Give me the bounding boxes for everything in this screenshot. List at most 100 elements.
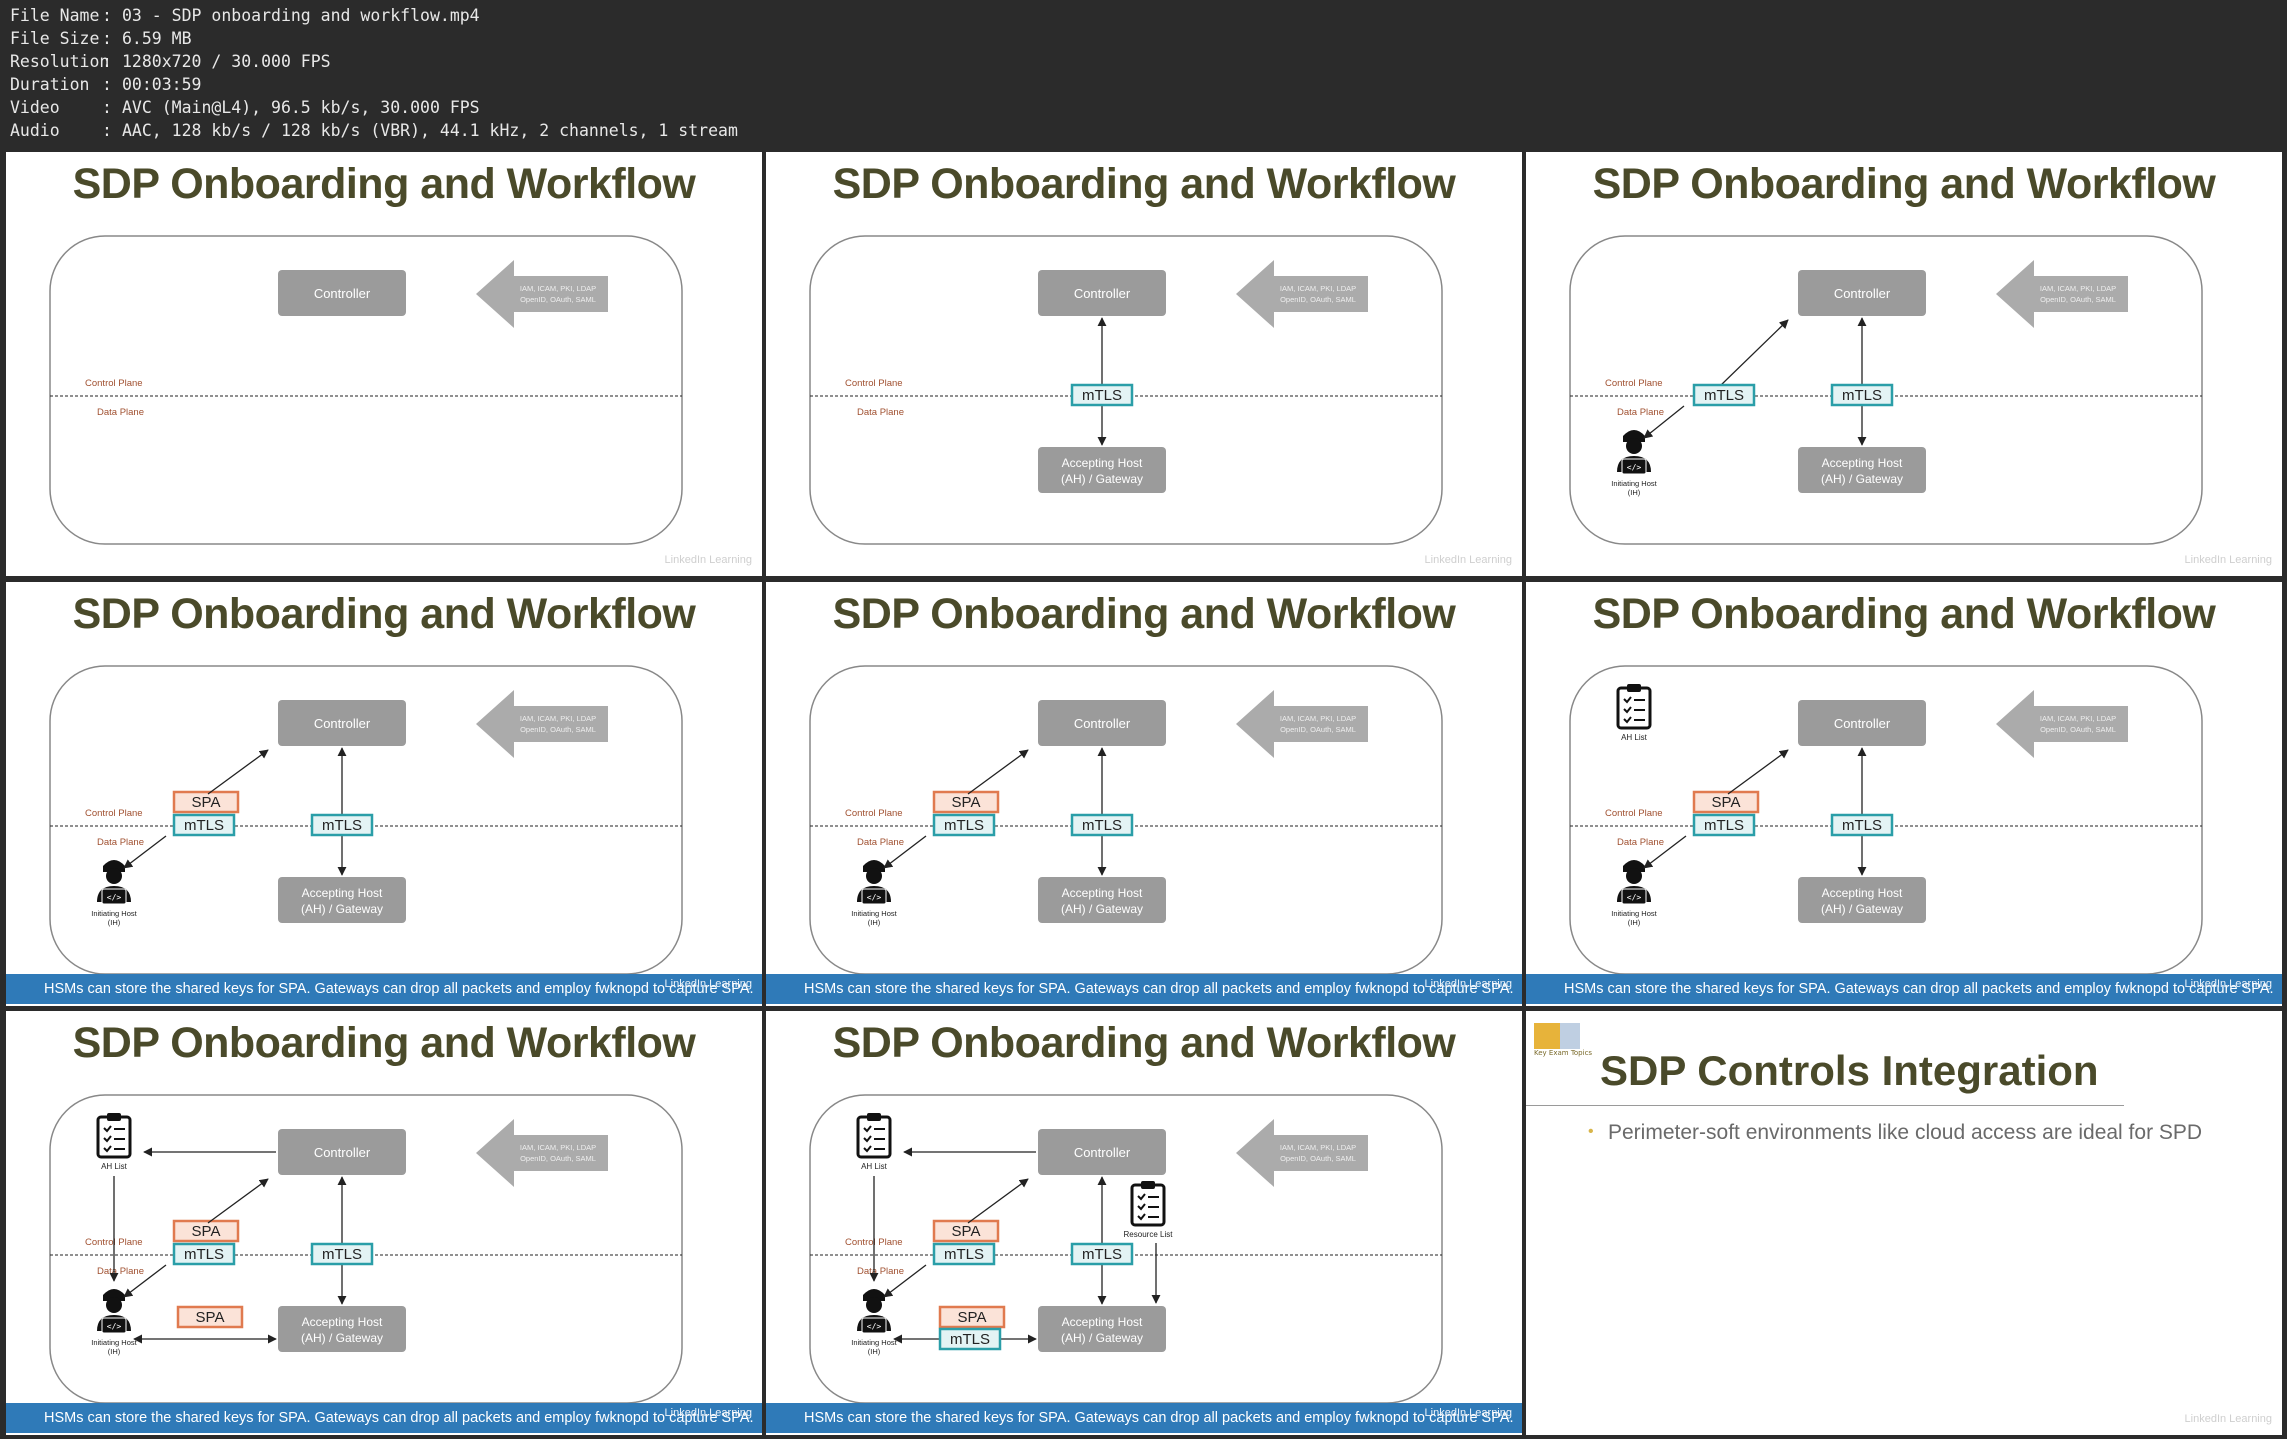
slide-title: SDP Onboarding and Workflow xyxy=(832,590,1456,638)
file-info: File Name: 03 - SDP onboarding and workf… xyxy=(10,4,738,142)
controller-box: Controller xyxy=(1798,270,1926,316)
slide-title: SDP Onboarding and Workflow xyxy=(72,1019,696,1067)
svg-text:SPA: SPA xyxy=(192,1223,221,1240)
svg-text:SPA: SPA xyxy=(958,1309,987,1326)
svg-text:(IH): (IH) xyxy=(868,1347,881,1356)
controller-box: Controller xyxy=(1038,270,1166,316)
svg-text:Resource List: Resource List xyxy=(1124,1230,1174,1239)
ih-controller-link xyxy=(967,1178,1029,1224)
file-info-key: Audio xyxy=(10,121,60,140)
initiating-host-icon: </> Initiating Host (IH) xyxy=(91,860,138,927)
linkedin-learning-watermark: LinkedIn Learning xyxy=(664,978,752,990)
svg-text:(AH) / Gateway: (AH) / Gateway xyxy=(301,1331,383,1345)
accepting-host-box: Accepting Host (AH) / Gateway xyxy=(1798,877,1926,923)
svg-text:SPA: SPA xyxy=(952,1223,981,1240)
spa-tag: SPA xyxy=(938,1305,1006,1329)
ih-controller-link xyxy=(883,835,927,869)
ah-list-icon: AH List xyxy=(1616,684,1652,742)
mtls-tag: mTLS xyxy=(1830,813,1894,837)
svg-text:</>: </> xyxy=(867,893,882,902)
video-frame-thumbnail: Controller IAM, ICAM, PKI, LDAP OpenID, … xyxy=(6,1011,762,1435)
svg-text:OpenID, OAuth, SAML: OpenID, OAuth, SAML xyxy=(520,1154,596,1163)
svg-text:(AH) / Gateway: (AH) / Gateway xyxy=(1061,472,1143,486)
svg-text:IAM, ICAM, PKI, LDAP: IAM, ICAM, PKI, LDAP xyxy=(520,1143,596,1152)
svg-text:(IH): (IH) xyxy=(108,1347,121,1356)
slide-title: SDP Onboarding and Workflow xyxy=(1592,590,2216,638)
controller-box: Controller xyxy=(278,1129,406,1175)
controller-box: Controller xyxy=(1038,1129,1166,1175)
svg-text:SPA: SPA xyxy=(1712,794,1741,811)
initiating-host-icon: </> Initiating Host (IH) xyxy=(91,1289,138,1356)
mtls-tag: mTLS xyxy=(172,1242,236,1266)
svg-text:Accepting Host: Accepting Host xyxy=(1822,886,1903,900)
svg-text:Accepting Host: Accepting Host xyxy=(302,1315,383,1329)
data-plane-label: Data Plane xyxy=(97,407,144,418)
ih-controller-link xyxy=(967,749,1029,795)
svg-text:(AH) / Gateway: (AH) / Gateway xyxy=(301,902,383,916)
controller-box: Controller xyxy=(278,270,406,316)
controller-box: Controller xyxy=(1038,700,1166,746)
bullet-text: Perimeter-soft environments like cloud a… xyxy=(1608,1121,2203,1144)
svg-text:(AH) / Gateway: (AH) / Gateway xyxy=(1061,1331,1143,1345)
diagram-frame xyxy=(49,235,683,545)
video-frame-thumbnail: Controller IAM, ICAM, PKI, LDAP OpenID, … xyxy=(766,1011,1522,1435)
video-frame-thumbnail: Controller IAM, ICAM, PKI, LDAP OpenID, … xyxy=(766,152,1522,576)
svg-text:(AH) / Gateway: (AH) / Gateway xyxy=(1821,472,1903,486)
caption-bar: HSMs can store the shared keys for SPA. … xyxy=(766,974,1522,1004)
spa-tag: SPA xyxy=(932,790,1000,814)
resource-list-icon: Resource List xyxy=(1124,1181,1174,1239)
caption-bar: HSMs can store the shared keys for SPA. … xyxy=(766,1403,1522,1433)
mtls-tag: mTLS xyxy=(1692,383,1756,407)
ih-controller-link xyxy=(207,749,269,795)
svg-text:IAM, ICAM, PKI, LDAP: IAM, ICAM, PKI, LDAP xyxy=(1280,714,1356,723)
svg-text:(IH): (IH) xyxy=(1628,488,1641,497)
file-info-value: 03 - SDP onboarding and workflow.mp4 xyxy=(122,6,480,25)
badge-label: Key Exam Topics xyxy=(1534,1049,1593,1057)
ih-controller-link xyxy=(1643,405,1685,439)
file-info-value: AAC, 128 kb/s / 128 kb/s (VBR), 44.1 kHz… xyxy=(122,121,738,140)
svg-text:mTLS: mTLS xyxy=(322,817,362,834)
file-info-key: Resolution xyxy=(10,52,110,71)
svg-text:Controller: Controller xyxy=(314,286,371,301)
bullet-item: • Perimeter-soft environments like cloud… xyxy=(1588,1119,2228,1147)
svg-text:AH List: AH List xyxy=(861,1162,888,1171)
ih-controller-link xyxy=(1719,319,1789,387)
caption-bar: HSMs can store the shared keys for SPA. … xyxy=(6,1403,762,1433)
linkedin-learning-watermark: LinkedIn Learning xyxy=(1424,1407,1512,1419)
caption-bar: HSMs can store the shared keys for SPA. … xyxy=(1526,974,2282,1004)
control-plane-label: Control Plane xyxy=(85,378,143,389)
svg-text:Controller: Controller xyxy=(1834,716,1891,731)
ih-controller-link xyxy=(123,1264,167,1298)
svg-text:OpenID, OAuth, SAML: OpenID, OAuth, SAML xyxy=(1280,295,1356,304)
identity-sources-arrow: IAM, ICAM, PKI, LDAP OpenID, OAuth, SAML xyxy=(1996,260,2128,328)
svg-text:OpenID, OAuth, SAML: OpenID, OAuth, SAML xyxy=(520,725,596,734)
svg-text:IAM, ICAM, PKI, LDAP: IAM, ICAM, PKI, LDAP xyxy=(1280,1143,1356,1152)
svg-text:mTLS: mTLS xyxy=(1082,1246,1122,1263)
svg-text:mTLS: mTLS xyxy=(944,817,984,834)
file-info-row: Duration: 00:03:59 xyxy=(10,75,202,94)
accepting-host-box: Accepting Host (AH) / Gateway xyxy=(1038,447,1166,493)
svg-text:Accepting Host: Accepting Host xyxy=(1062,1315,1143,1329)
initiating-host-label: Initiating Host xyxy=(91,909,137,918)
mtls-tag: mTLS xyxy=(1070,813,1134,837)
identity-sources-arrow: IAM, ICAM, PKI, LDAP OpenID, OAuth, SAML xyxy=(1236,690,1368,758)
svg-text:IAM, ICAM, PKI, LDAP: IAM, ICAM, PKI, LDAP xyxy=(2040,284,2116,293)
svg-text:OpenID, OAuth, SAML: OpenID, OAuth, SAML xyxy=(2040,725,2116,734)
mtls-tag: mTLS xyxy=(172,813,236,837)
spa-tag: SPA xyxy=(172,1219,240,1243)
svg-text:</>: </> xyxy=(1627,893,1642,902)
data-plane-label: Data Plane xyxy=(97,837,144,848)
svg-text:AH List: AH List xyxy=(101,1162,128,1171)
linkedin-learning-watermark: LinkedIn Learning xyxy=(664,554,752,566)
accepting-host-box: Accepting Host (AH) / Gateway xyxy=(1038,1306,1166,1352)
linkedin-learning-watermark: LinkedIn Learning xyxy=(1424,978,1512,990)
svg-text:mTLS: mTLS xyxy=(1704,387,1744,404)
file-info-value: 00:03:59 xyxy=(122,75,202,94)
control-plane-label: Control Plane xyxy=(1605,378,1663,389)
mtls-tag: mTLS xyxy=(1070,1242,1134,1266)
svg-text:</>: </> xyxy=(107,893,122,902)
svg-text:mTLS: mTLS xyxy=(1082,817,1122,834)
file-info-key: Duration xyxy=(10,75,90,94)
slide-title: SDP Onboarding and Workflow xyxy=(1592,160,2216,208)
accepting-host-box: Accepting Host (AH) / Gateway xyxy=(278,877,406,923)
